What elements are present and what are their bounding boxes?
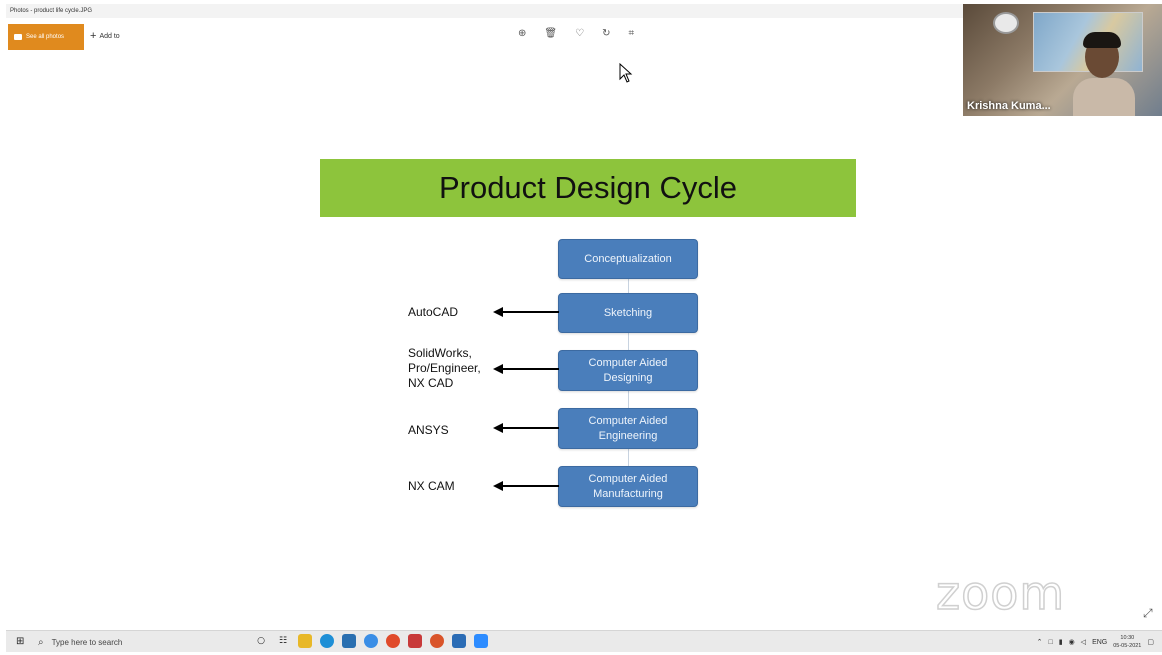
zoom-watermark: zoom [935, 565, 1066, 621]
search-placeholder: Type here to search [51, 637, 123, 647]
photos-icon [14, 34, 22, 40]
store-icon[interactable] [342, 634, 356, 648]
stage-sketching: Sketching [558, 293, 698, 333]
see-all-photos-label: See all photos [26, 34, 65, 40]
slide-title-banner: Product Design Cycle [320, 159, 856, 217]
photos-app-icon[interactable] [452, 634, 466, 648]
favorite-icon[interactable]: ♡ [575, 28, 585, 39]
clock-time: 10:30 [1120, 635, 1135, 641]
arrow-cad [493, 364, 559, 374]
language-indicator[interactable]: ENG [1092, 638, 1108, 646]
image-tools: ⊕ 🗑 ♡ ↻ ⌗ [518, 28, 634, 39]
stage-cad-label: Computer Aided Designing [588, 356, 668, 384]
windows-taskbar: ⊞ ⌕ Type here to search ○ ☷ ⌃ □ ▮ ◉ ◁ EN… [6, 630, 1162, 652]
see-all-photos-button[interactable]: See all photos [8, 24, 84, 50]
cortana-icon[interactable]: ○ [257, 636, 265, 646]
stage-cam: Computer Aided Manufacturing [558, 466, 698, 507]
taskbar-apps: ○ ☷ [254, 634, 488, 648]
taskbar-search[interactable]: ⌕ Type here to search [38, 633, 248, 651]
crop-icon[interactable]: ⌗ [628, 28, 635, 39]
tool-nx-cam: NX CAM [408, 479, 455, 493]
app-icon[interactable] [364, 634, 378, 648]
arrow-cam [493, 481, 559, 491]
zoom-app-icon[interactable] [474, 634, 488, 648]
participant-name: Krishna Kuma... [967, 100, 1051, 112]
search-icon: ⌕ [38, 636, 44, 648]
participant-video-tile[interactable]: Krishna Kuma... [963, 4, 1162, 116]
stage-cae-label: Computer Aided Engineering [588, 414, 668, 442]
add-to-label: Add to [99, 33, 120, 40]
mic-icon[interactable]: ▮ [1058, 639, 1063, 646]
windows-start-icon[interactable]: ⊞ [16, 636, 25, 647]
stage-cae: Computer Aided Engineering [558, 408, 698, 449]
photos-toolbar: See all photos +Add to ⊕ 🗑 ♡ ↻ ⌗ [6, 22, 961, 50]
add-to-button[interactable]: +Add to [90, 30, 120, 42]
wifi-icon[interactable]: ◉ [1068, 639, 1075, 646]
expand-icon[interactable]: ⤢ [1143, 606, 1153, 620]
tool-ansys: ANSYS [408, 423, 449, 437]
stage-cam-label: Computer Aided Manufacturing [588, 472, 668, 500]
arrow-sketching [493, 307, 559, 317]
office-icon[interactable] [408, 634, 422, 648]
tool-autocad: AutoCAD [408, 305, 459, 319]
participant-person [1073, 32, 1135, 116]
volume-icon[interactable]: ◁ [1080, 639, 1087, 646]
delete-icon[interactable]: 🗑 [544, 28, 558, 39]
wall-clock [993, 12, 1019, 34]
taskbar-clock[interactable]: 10:30 05-05-2021 [1113, 634, 1141, 650]
rotate-icon[interactable]: ↻ [602, 28, 611, 39]
file-explorer-icon[interactable] [298, 634, 312, 648]
plus-icon: + [90, 30, 97, 42]
powerpoint-icon[interactable] [430, 634, 444, 648]
chrome-icon[interactable] [386, 634, 400, 648]
system-tray: ⌃ □ ▮ ◉ ◁ ENG 10:30 05-05-2021 ▢ [1037, 634, 1154, 650]
window-title: Photos - product life cycle.JPG [6, 4, 1162, 18]
tool-cad-software: SolidWorks, Pro/Engineer, NX CAD [408, 346, 481, 390]
edge-icon[interactable] [320, 634, 334, 648]
task-view-icon[interactable]: ☷ [278, 636, 288, 646]
mouse-cursor-icon [619, 63, 633, 83]
chevron-up-icon[interactable]: ⌃ [1036, 639, 1043, 646]
zoom-in-icon[interactable]: ⊕ [518, 28, 527, 39]
network-icon[interactable]: □ [1048, 638, 1053, 646]
clock-date: 05-05-2021 [1113, 643, 1142, 649]
slide-title: Product Design Cycle [438, 170, 738, 205]
arrow-cae [493, 423, 559, 433]
notifications-icon[interactable]: ▢ [1147, 639, 1154, 646]
stage-conceptualization: Conceptualization [558, 239, 698, 279]
stage-cad: Computer Aided Designing [558, 350, 698, 391]
